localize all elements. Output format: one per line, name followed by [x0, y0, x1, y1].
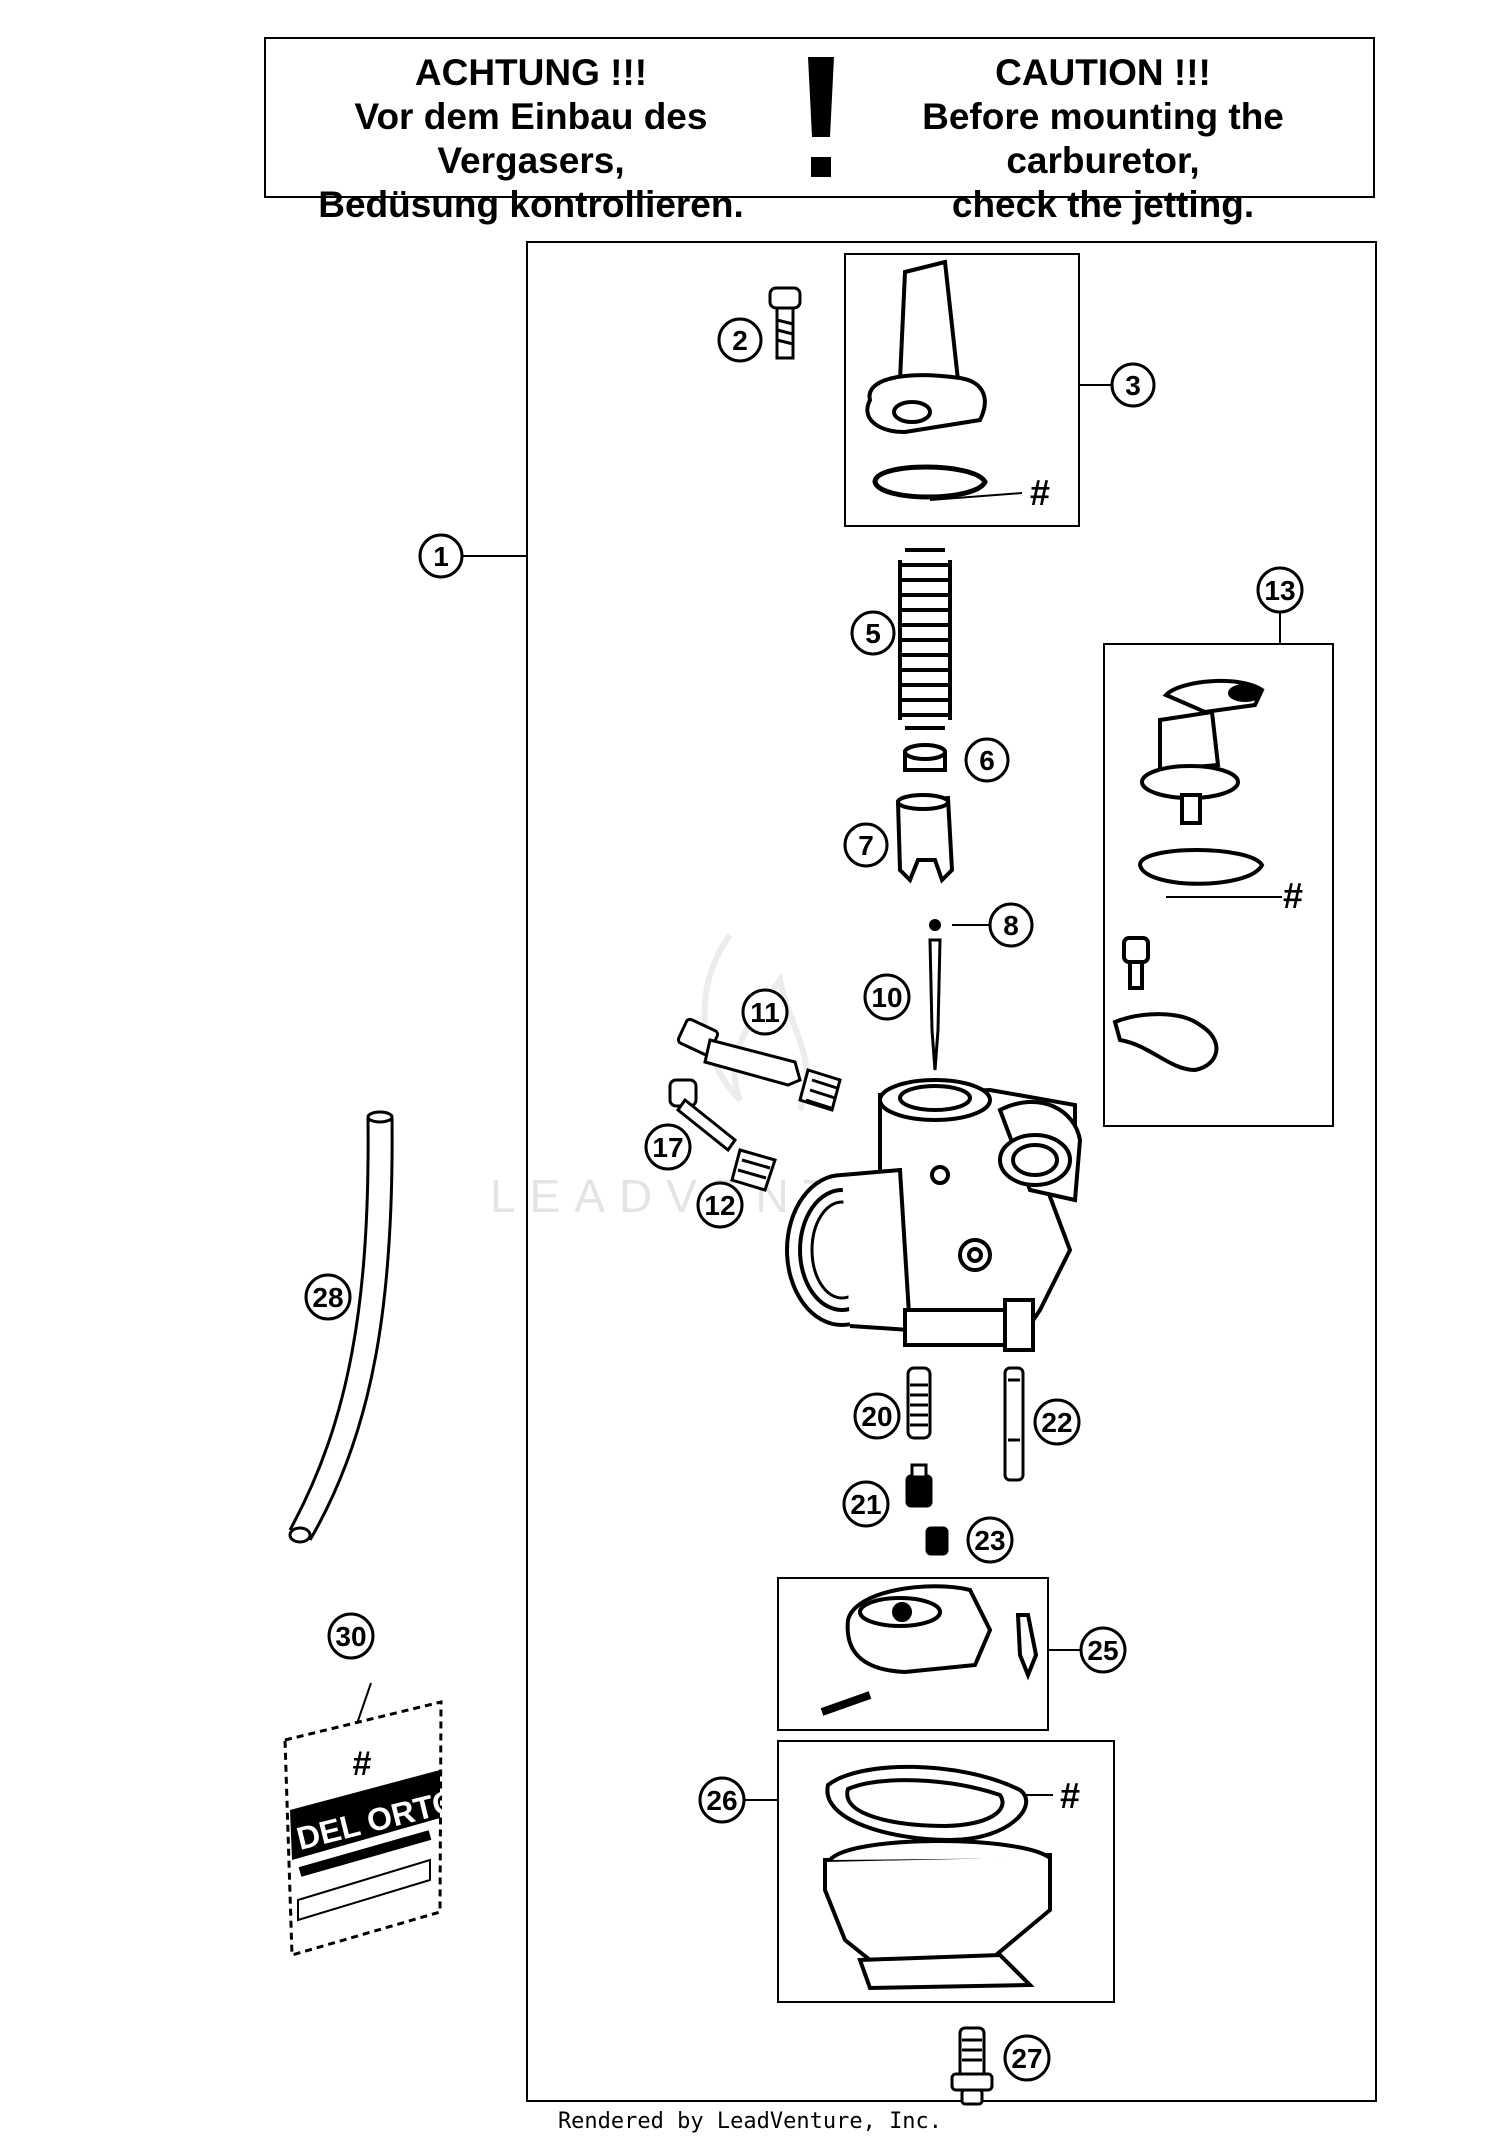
callout-10-label: 10 — [871, 982, 902, 1013]
callout-5: 5 — [850, 610, 896, 656]
warning-de-line1: Vor dem Einbau des Vergasers, — [354, 96, 708, 181]
callout-3: 3 — [1110, 362, 1156, 408]
part-17-screw — [668, 1078, 738, 1153]
part-22-idle-jet — [1003, 1366, 1025, 1482]
callout-30-label: 30 — [335, 1621, 366, 1652]
callout-12: 12 — [696, 1181, 744, 1229]
callout-28-label: 28 — [312, 1282, 343, 1313]
callout-3-label: 3 — [1125, 370, 1141, 401]
callout-27: 27 — [1003, 2034, 1051, 2082]
bag-hash-label: # — [353, 1745, 372, 1783]
warning-german: ACHTUNG !!! Vor dem Einbau des Vergasers… — [266, 51, 796, 227]
callout-25: 25 — [1079, 1626, 1127, 1674]
callout-25-label: 25 — [1087, 1635, 1118, 1666]
callout-22-label: 22 — [1041, 1407, 1072, 1438]
warning-en-line2: check the jetting. — [951, 184, 1255, 225]
part-6-retainer — [903, 743, 947, 772]
callout-27-label: 27 — [1011, 2043, 1042, 2074]
callout-11-label: 11 — [750, 997, 780, 1028]
part-8-clip — [929, 919, 941, 931]
callout-5-label: 5 — [865, 618, 881, 649]
hash-mark-26: # — [1060, 1775, 1080, 1816]
callout-6: 6 — [964, 737, 1010, 783]
callout-8: 8 — [988, 902, 1034, 948]
caution-box: ACHTUNG !!! Vor dem Einbau des Vergasers… — [264, 37, 1375, 225]
part-12-spring — [730, 1148, 777, 1192]
callout-7: 7 — [843, 822, 889, 868]
warning-english: CAUTION !!! Before mounting the carburet… — [833, 51, 1373, 227]
callout-28: 28 — [304, 1273, 352, 1321]
callout-6-label: 6 — [979, 745, 995, 776]
part-5-spring — [898, 548, 952, 730]
warning-de-title: ACHTUNG !!! — [414, 52, 648, 93]
part-11-idle-screw — [676, 1017, 802, 1087]
exclamation-icon — [808, 57, 834, 177]
callout-23-label: 23 — [974, 1525, 1005, 1556]
part-13-choke — [1112, 679, 1265, 1073]
callout-21: 21 — [842, 1480, 890, 1528]
callout-2-label: 2 — [732, 325, 748, 356]
callout-22: 22 — [1033, 1398, 1081, 1446]
callout-11: 11 — [741, 988, 789, 1036]
footer-credit: Rendered by LeadVenture, Inc. — [557, 2109, 943, 2134]
callout-23: 23 — [966, 1516, 1014, 1564]
callout-7-label: 7 — [858, 830, 874, 861]
hash-mark-3: # — [1030, 472, 1050, 513]
part-23-small-jet — [925, 1526, 949, 1556]
box-part-3 — [844, 253, 1080, 527]
part-27-drain-screw — [950, 2026, 994, 2106]
part-28-fuel-hose — [288, 1110, 394, 1544]
callout-30: 30 — [327, 1612, 375, 1660]
part-20-jet-holder — [906, 1366, 932, 1440]
part-21-jet — [905, 1463, 933, 1508]
carburetor-assembly-frame — [526, 241, 1377, 2102]
part-2-screw — [768, 286, 802, 360]
part-3-carb-top — [865, 259, 988, 500]
box-part-25 — [777, 1577, 1049, 1731]
hash-mark-13: # — [1283, 875, 1303, 916]
callout-12-label: 12 — [704, 1190, 735, 1221]
warning-en-title: CAUTION !!! — [995, 52, 1211, 93]
callout-20-label: 20 — [861, 1401, 892, 1432]
part-30-jet-bag: # DEL ORTO — [283, 1700, 461, 1957]
callout-21-label: 21 — [850, 1489, 881, 1520]
box-part-13 — [1103, 643, 1334, 1127]
callout-17: 17 — [644, 1123, 692, 1171]
carburetor-body — [785, 1078, 1083, 1352]
part-25-float — [820, 1584, 1039, 1716]
callout-1-label: 1 — [433, 541, 449, 572]
part-26-float-bowl — [823, 1764, 1052, 1991]
part-10-needle — [928, 938, 942, 1071]
callout-13: 13 — [1256, 566, 1304, 614]
callout-13-label: 13 — [1264, 575, 1295, 606]
callout-10: 10 — [863, 973, 911, 1021]
part-spring-11 — [798, 1068, 842, 1112]
warning-en-line1: Before mounting the carburetor, — [922, 96, 1284, 181]
callout-2: 2 — [717, 317, 763, 363]
callout-26: 26 — [698, 1776, 746, 1824]
warning-de-line2: Bedüsung kontrollieren. — [318, 184, 744, 225]
callout-17-label: 17 — [652, 1132, 683, 1163]
callout-26-label: 26 — [706, 1785, 737, 1816]
box-part-26 — [777, 1740, 1115, 2003]
watermark-flame-icon — [701, 933, 810, 1112]
callout-20: 20 — [853, 1392, 901, 1440]
callout-1: 1 — [418, 533, 464, 579]
part-7-slide — [895, 793, 955, 884]
callout-8-label: 8 — [1003, 910, 1019, 941]
